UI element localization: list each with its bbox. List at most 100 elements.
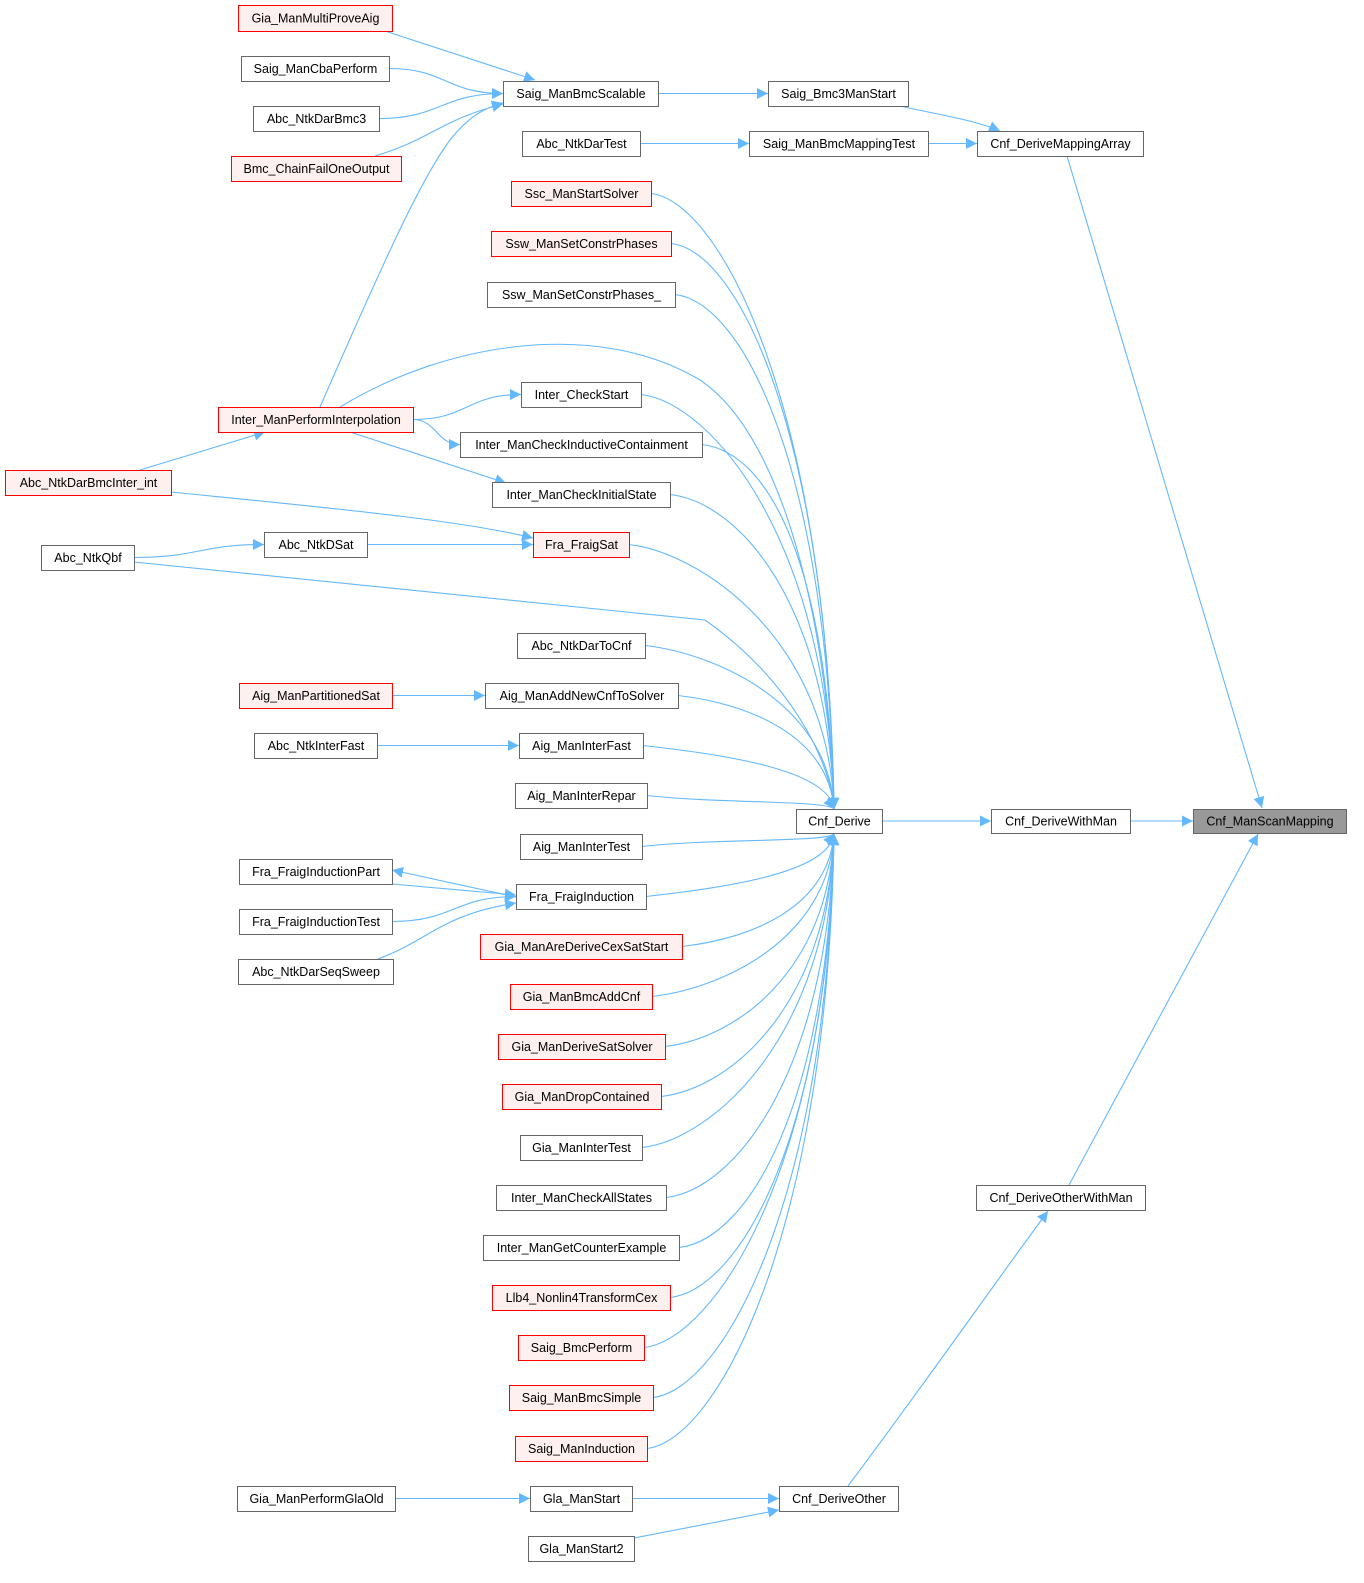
node-label: Aig_ManInterRepar	[527, 789, 635, 803]
node-box	[515, 783, 648, 809]
node-gia-manintertest[interactable]: Gia_ManInterTest	[520, 1135, 643, 1161]
node-box	[1193, 809, 1347, 834]
node-abc-ntkdartest[interactable]: Abc_NtkDarTest	[522, 131, 641, 157]
edge-interFast-to-derive	[642, 744, 838, 810]
node-cnf-derivewithman[interactable]: Cnf_DeriveWithMan	[991, 809, 1131, 834]
edge-bmcSimple-to-derive	[652, 833, 840, 1399]
node-box	[521, 382, 642, 408]
node-ssw-mansetconstrphases[interactable]: Ssw_ManSetConstrPhases	[491, 231, 672, 257]
node-cnf-derivemappingarray[interactable]: Cnf_DeriveMappingArray	[977, 131, 1144, 157]
node-inter-mancheckinductivecontainment[interactable]: Inter_ManCheckInductiveContainment	[460, 432, 703, 458]
edge-interPerf-to-derive	[339, 343, 840, 810]
node-fra-fraiginduction[interactable]: Fra_FraigInduction	[516, 884, 647, 910]
node-label: Abc_NtkDarBmc3	[267, 112, 366, 126]
node-gia-manbmcaddcnf[interactable]: Gia_ManBmcAddCnf	[510, 984, 653, 1010]
node-label: Abc_NtkDarTest	[536, 137, 627, 151]
node-box	[218, 407, 414, 433]
node-gla-manstart2[interactable]: Gla_ManStart2	[528, 1536, 635, 1562]
node-label: Fra_FraigInduction	[529, 890, 634, 904]
node-ssc-manstartsolver[interactable]: Ssc_ManStartSolver	[511, 181, 652, 207]
node-label: Cnf_DeriveMappingArray	[990, 137, 1131, 151]
node-box	[991, 809, 1131, 834]
edge-addCnf-to-derive	[677, 694, 839, 810]
node-gla-manstart[interactable]: Gla_ManStart	[530, 1486, 633, 1512]
edge-interCex-to-derive	[678, 833, 840, 1249]
node-aig-maninterfast[interactable]: Aig_ManInterFast	[519, 733, 644, 759]
node-box	[487, 282, 676, 308]
node-llb4-nonlin4transformcex[interactable]: Llb4_Nonlin4TransformCex	[492, 1285, 671, 1311]
node-saig-manbmcscalable[interactable]: Saig_ManBmcScalable	[503, 81, 659, 107]
node-abc-ntkdarbmc3[interactable]: Abc_NtkDarBmc3	[253, 106, 380, 132]
node-label: Gla_ManStart	[543, 1492, 621, 1506]
node-fra-fraiginductionpart[interactable]: Fra_FraigInductionPart	[239, 859, 393, 885]
node-inter-mancheckinitialstate[interactable]: Inter_ManCheckInitialState	[492, 482, 671, 508]
node-cnf-manscanmapping: Cnf_ManScanMapping	[1193, 809, 1347, 834]
edge-ssc-to-derive	[650, 192, 840, 810]
node-label: Inter_ManPerformInterpolation	[231, 413, 401, 427]
node-aig-manintertest[interactable]: Aig_ManInterTest	[520, 834, 643, 860]
node-saig-mancbaperform[interactable]: Saig_ManCbaPerform	[241, 56, 390, 82]
edge-interPerf-to-interInit	[349, 431, 507, 485]
edges-layer	[133, 30, 1265, 1539]
node-label: Ssw_ManSetConstrPhases_	[502, 288, 662, 302]
node-saig-manbmcmappingtest[interactable]: Saig_ManBmcMappingTest	[749, 131, 929, 157]
node-label: Inter_ManCheckAllStates	[511, 1191, 652, 1205]
node-gia-manperformglaold[interactable]: Gia_ManPerformGlaOld	[237, 1486, 396, 1512]
node-inter-mancheckallstates[interactable]: Inter_ManCheckAllStates	[496, 1185, 667, 1211]
node-inter-checkstart[interactable]: Inter_CheckStart	[521, 382, 642, 408]
node-cnf-deriveotherwithman[interactable]: Cnf_DeriveOtherWithMan	[976, 1185, 1146, 1211]
node-label: Abc_NtkDarSeqSweep	[252, 965, 380, 979]
edge-bmcInter-to-fraSat	[170, 491, 534, 541]
edge-giaDrop-to-derive	[660, 833, 840, 1098]
node-inter-manperforminterpolation[interactable]: Inter_ManPerformInterpolation	[218, 407, 414, 433]
node-fra-fraiginductiontest[interactable]: Fra_FraigInductionTest	[239, 909, 393, 935]
node-inter-mangetcounterexample[interactable]: Inter_ManGetCounterExample	[483, 1235, 680, 1261]
node-label: Gia_ManDeriveSatSolver	[511, 1040, 652, 1054]
node-gia-mandropcontained[interactable]: Gia_ManDropContained	[502, 1084, 662, 1110]
node-abc-ntkinterfast[interactable]: Abc_NtkInterFast	[254, 733, 378, 759]
edge-chainFail-to-bmcScal	[374, 101, 504, 157]
node-label: Fra_FraigInductionTest	[252, 915, 380, 929]
node-cnf-derive[interactable]: Cnf_Derive	[796, 809, 883, 834]
node-aig-manpartitionedsat[interactable]: Aig_ManPartitionedSat	[239, 683, 393, 709]
node-label: Fra_FraigInductionPart	[252, 865, 380, 879]
node-abc-ntkdarseqsweep[interactable]: Abc_NtkDarSeqSweep	[238, 959, 394, 985]
edge-interAll-to-derive	[665, 833, 840, 1199]
edge-giaBmc-to-derive	[651, 833, 839, 998]
edge-bmcInter-to-interPerf	[139, 429, 266, 471]
edge-qbf-to-dsat	[133, 539, 265, 559]
node-saig-bmc3manstart[interactable]: Saig_Bmc3ManStart	[768, 81, 909, 107]
node-saig-bmcperform[interactable]: Saig_BmcPerform	[518, 1335, 645, 1361]
node-label: Aig_ManInterFast	[532, 739, 631, 753]
node-abc-ntkqbf[interactable]: Abc_NtkQbf	[41, 545, 135, 571]
node-abc-ntkdartocnf[interactable]: Abc_NtkDarToCnf	[517, 633, 646, 659]
node-bmc-chainfailoneoutput[interactable]: Bmc_ChainFailOneOutput	[231, 156, 402, 182]
node-abc-ntkdarbmcinter-int[interactable]: Abc_NtkDarBmcInter_int	[5, 470, 172, 496]
node-fra-fraigsat[interactable]: Fra_FraigSat	[533, 532, 630, 558]
node-box	[253, 106, 380, 132]
node-saig-maninduction[interactable]: Saig_ManInduction	[515, 1436, 648, 1462]
node-saig-manbmcsimple[interactable]: Saig_ManBmcSimple	[509, 1385, 654, 1411]
edge-interInd-to-derive	[701, 443, 840, 810]
node-label: Inter_CheckStart	[535, 388, 629, 402]
node-label: Saig_ManCbaPerform	[254, 62, 378, 76]
node-label: Cnf_DeriveOtherWithMan	[989, 1191, 1132, 1205]
edge-interPerf-to-bmcScal	[319, 100, 504, 408]
node-box	[517, 633, 646, 659]
node-box	[460, 432, 703, 458]
node-gia-manderivesatsolver[interactable]: Gia_ManDeriveSatSolver	[498, 1034, 666, 1060]
node-cnf-deriveother[interactable]: Cnf_DeriveOther	[779, 1486, 899, 1512]
edge-otherWithMan-to-scan	[1068, 833, 1259, 1186]
node-box	[516, 884, 647, 910]
node-aig-manaddnewcnftosolver[interactable]: Aig_ManAddNewCnfToSolver	[485, 683, 679, 709]
node-aig-maninterrepar[interactable]: Aig_ManInterRepar	[515, 783, 648, 809]
node-abc-ntkdsat[interactable]: Abc_NtkDSat	[264, 532, 368, 558]
node-label: Bmc_ChainFailOneOutput	[244, 162, 390, 176]
node-gia-manarederivecexsatstart[interactable]: Gia_ManAreDeriveCexSatStart	[480, 934, 683, 960]
edge-interPerf-to-interCheck	[412, 389, 522, 421]
node-ssw-mansetconstrphases-[interactable]: Ssw_ManSetConstrPhases_	[487, 282, 676, 308]
node-label: Gia_ManAreDeriveCexSatStart	[495, 940, 669, 954]
node-gia-manmultiproveaig[interactable]: Gia_ManMultiProveAig	[238, 5, 393, 32]
edge-cba-to-bmcScal	[388, 67, 504, 99]
